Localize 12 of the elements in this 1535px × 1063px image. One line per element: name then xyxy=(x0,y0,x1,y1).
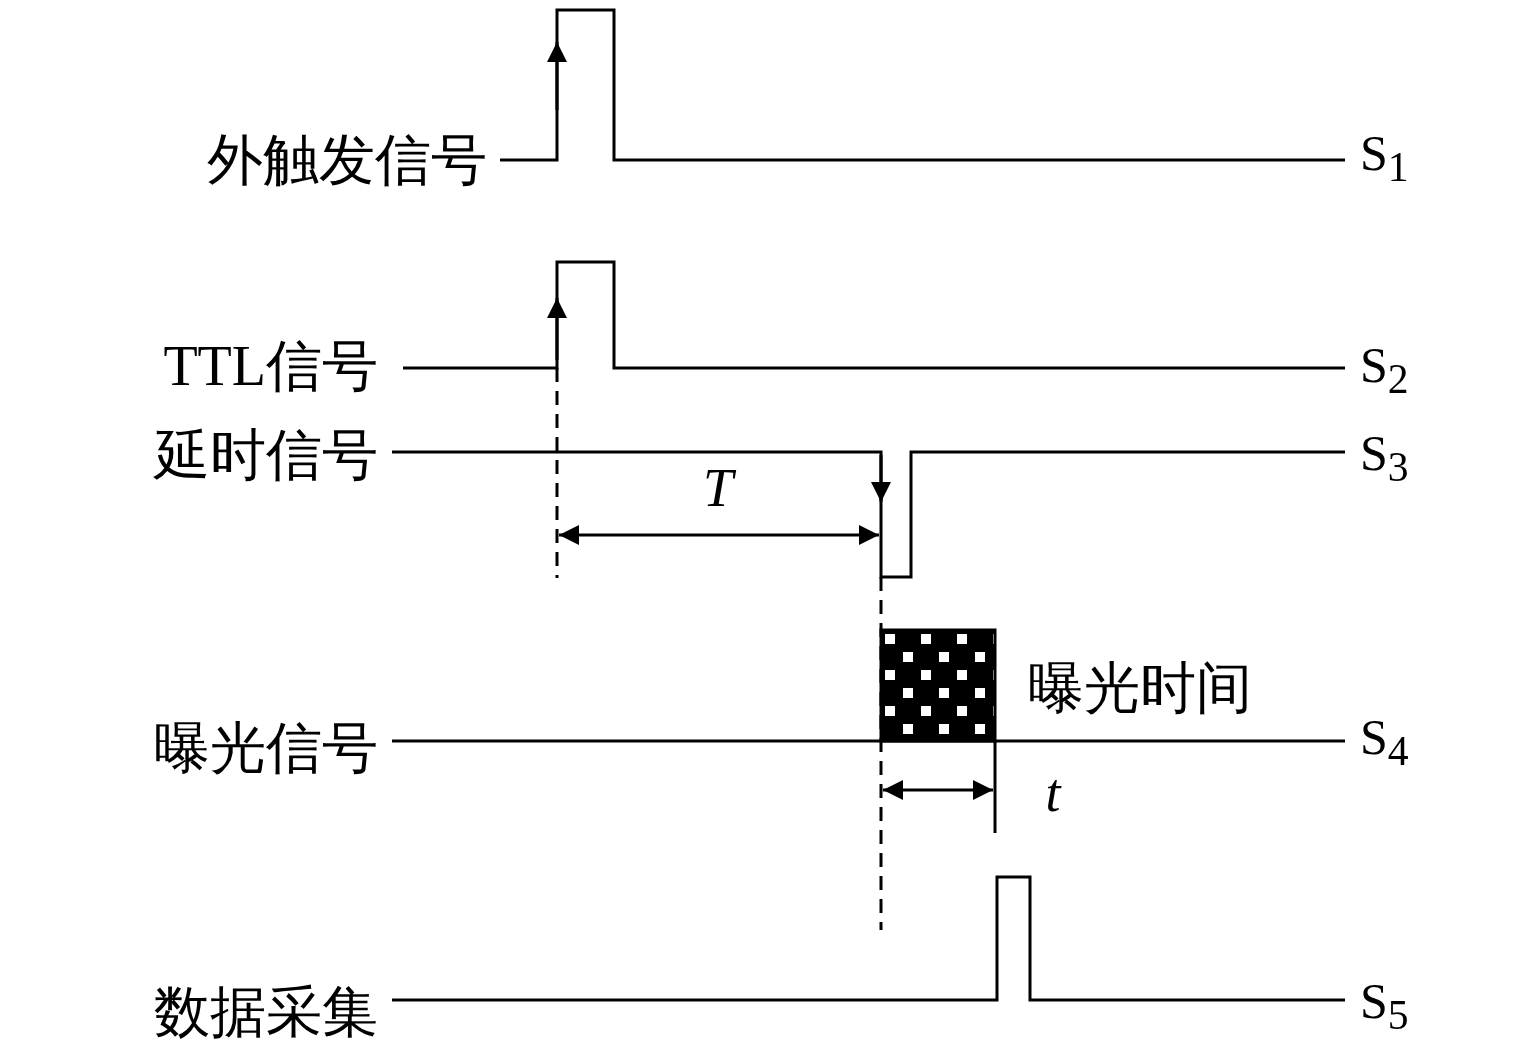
signal-name: 外触发信号 xyxy=(207,132,487,188)
signal-id: S$_{1}$ xyxy=(1360,127,1409,189)
signal-id: S$_{3}$ xyxy=(1360,427,1409,489)
signal-id: S$_{2}$ xyxy=(1360,339,1409,401)
signal-name: TTL信号 xyxy=(163,338,378,394)
exposure-label: 曝光时间 xyxy=(1028,660,1252,716)
signal-name: 延时信号 xyxy=(154,427,378,483)
dimension-label: t xyxy=(1045,766,1061,820)
signal-name: 数据采集 xyxy=(154,984,378,1040)
signal-id: S$_{4}$ xyxy=(1360,711,1409,773)
signal-id: S$_{5}$ xyxy=(1360,975,1409,1037)
signal-name: 曝光信号 xyxy=(154,720,378,776)
